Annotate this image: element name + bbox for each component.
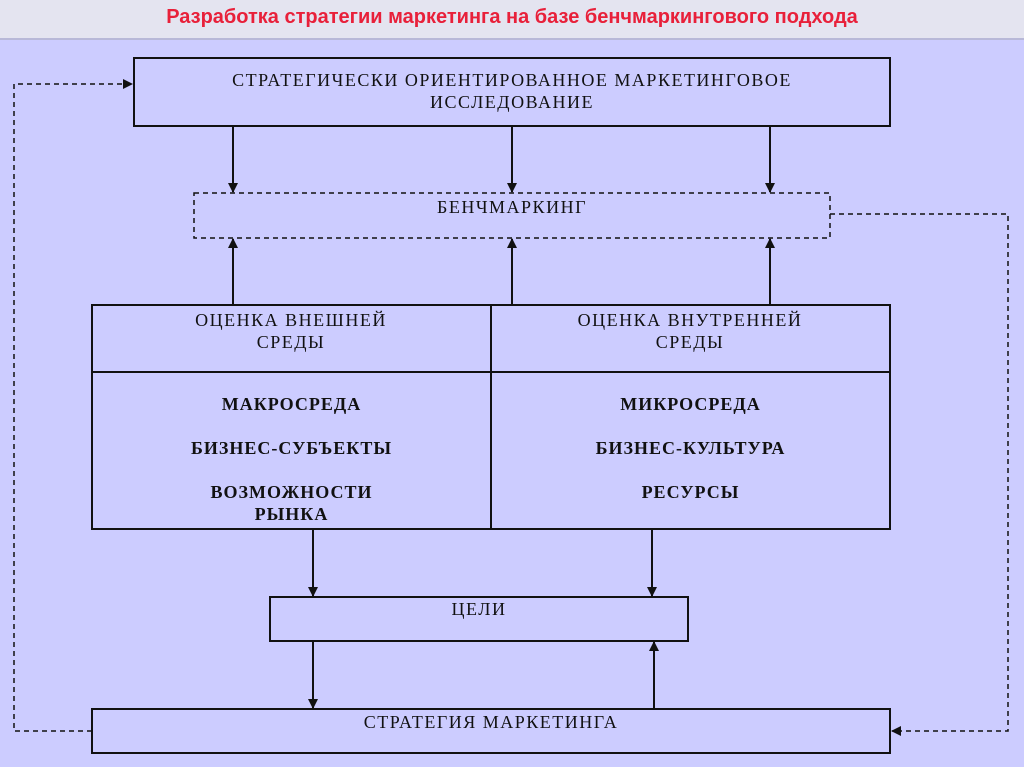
external-header: ОЦЕНКА ВНЕШНЕЙ СРЕДЫ: [195, 310, 387, 352]
external-item-macro: МАКРОСРЕДА: [221, 394, 362, 414]
external-item-market: ВОЗМОЖНОСТИ РЫНКА: [210, 482, 373, 524]
title-bar: Разработка стратегии маркетинга на базе …: [0, 0, 1024, 40]
internal-header: ОЦЕНКА ВНУТРЕННЕЙ СРЕДЫ: [577, 310, 803, 352]
research-label: СТРАТЕГИЧЕСКИ ОРИЕНТИРОВАННОЕ МАРКЕТИНГО…: [232, 70, 792, 112]
page-title: Разработка стратегии маркетинга на базе …: [166, 6, 858, 28]
internal-item-resources: РЕСУРСЫ: [641, 482, 740, 502]
benchmarking-label: БЕНЧМАРКИНГ: [437, 197, 587, 217]
internal-item-micro: МИКРОСРЕДА: [620, 394, 761, 414]
strategy-label: СТРАТЕГИЯ МАРКЕТИНГА: [363, 712, 619, 732]
goals-box: [269, 596, 689, 642]
external-item-business: БИЗНЕС-СУБЪЕКТЫ: [190, 438, 393, 458]
feedback-strategy-to-research: [13, 79, 133, 732]
goals-label: ЦЕЛИ: [451, 599, 507, 619]
feedback-benchmarking-to-strategy: [830, 213, 1009, 736]
internal-item-culture: БИЗНЕС-КУЛЬТУРА: [595, 438, 786, 458]
